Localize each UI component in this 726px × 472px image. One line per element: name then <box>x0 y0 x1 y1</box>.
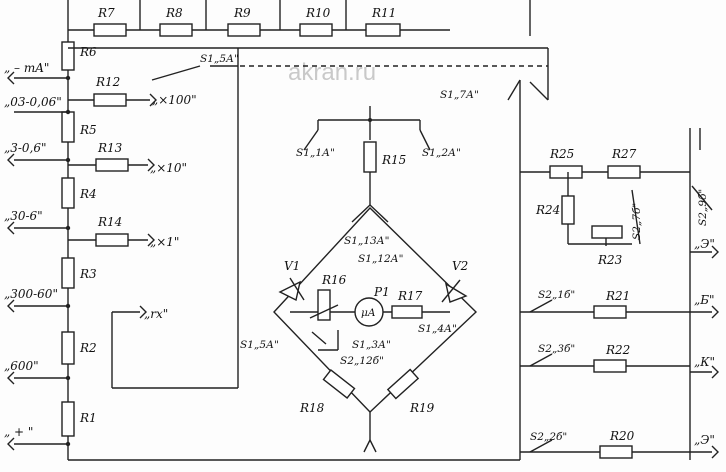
switch-s1-7a-label: S1„7А" <box>440 89 479 101</box>
resistor-r20 <box>599 445 633 459</box>
switch-s1-5a-top-label: S1„5А" <box>200 53 239 65</box>
label-r18: R18 <box>299 401 325 415</box>
switch-s1-5a-left-label: S1„5А" <box>240 339 279 351</box>
switch-s1-1a-label: S1„1А" <box>296 147 335 159</box>
diode-v2 <box>444 282 468 303</box>
range-600-label: „600" <box>4 359 39 373</box>
resistor-r7 <box>93 23 127 37</box>
resistor-r24 <box>561 195 575 225</box>
diode-v2-label: V2 <box>452 259 468 273</box>
resistor-r12 <box>93 93 127 107</box>
switch-s2-9b-label: S2„9б" <box>697 189 709 226</box>
resistor-r6 <box>61 41 75 71</box>
meter-unit-label: μA <box>361 307 376 319</box>
label-r24: R24 <box>535 203 560 217</box>
label-r6: R6 <box>79 45 97 59</box>
diode-v1-label: V1 <box>284 259 300 273</box>
switch-s1-3a-label: S1„3А" <box>352 339 391 351</box>
switch-s2-1b-label: S2„1б" <box>538 289 575 301</box>
label-r16: R16 <box>321 273 347 287</box>
resistor-r15 <box>363 141 377 173</box>
resistor-r19 <box>386 368 420 400</box>
resistor-r25 <box>549 165 583 179</box>
label-r17: R17 <box>397 289 423 303</box>
range-3-label: „3-0,6" <box>4 141 47 155</box>
output-e1-label: „Э" <box>694 237 715 251</box>
switch-s1-12a-label: S1„12А" <box>358 253 403 265</box>
switch-s2-2b-label: S2„2б" <box>530 431 567 443</box>
label-r22: R22 <box>605 343 630 357</box>
label-r8: R8 <box>165 6 183 20</box>
resistor-r4 <box>61 177 75 209</box>
rectifier-bridge <box>273 106 478 453</box>
resistor-r11 <box>365 23 401 37</box>
resistor-r22 <box>593 359 627 373</box>
label-r13: R13 <box>97 141 123 155</box>
label-r1: R1 <box>79 411 97 425</box>
output-k-label: „К" <box>694 355 715 369</box>
label-r11: R11 <box>371 6 396 20</box>
label-r19: R19 <box>409 401 435 415</box>
switch-s2-3b-label: S2„3б" <box>538 343 575 355</box>
switch-s2-12b-label: S2„12б" <box>340 355 384 367</box>
resistor-r18 <box>322 369 356 399</box>
resistor-r9 <box>227 23 261 37</box>
label-r25: R25 <box>549 147 574 161</box>
label-r9: R9 <box>233 6 251 20</box>
multiplier-x1-label: „×1" <box>150 235 179 249</box>
range-30-label: „30-6" <box>4 209 43 223</box>
resistor-r21 <box>593 305 627 319</box>
multiplier-rx-label: „rx" <box>144 307 168 321</box>
resistor-r23 <box>591 225 623 239</box>
microammeter-p1 <box>354 297 384 327</box>
label-r15: R15 <box>381 153 406 167</box>
range-300-label: „300-60" <box>4 287 58 301</box>
label-r12: R12 <box>95 75 120 89</box>
watermark-text: akran.ru <box>288 59 376 86</box>
resistor-r27 <box>607 165 641 179</box>
resistor-r10 <box>299 23 333 37</box>
output-e2-label: „Э" <box>694 433 715 447</box>
label-r7: R7 <box>97 6 115 20</box>
meter-p1-label: P1 <box>373 285 390 299</box>
label-r27: R27 <box>611 147 637 161</box>
output-b-label: „Б" <box>694 293 715 307</box>
multiplier-x10-label: „×10" <box>150 161 187 175</box>
switch-s2-7b-label: S2„7б" <box>631 203 643 240</box>
transistor-test-section <box>507 48 719 460</box>
label-r4: R4 <box>79 187 97 201</box>
left-terminals <box>7 71 71 451</box>
resistor-r8 <box>159 23 193 37</box>
switch-s1-13a-label: S1„13А" <box>344 235 389 247</box>
resistor-r17 <box>391 305 423 319</box>
diode-v1 <box>278 280 302 302</box>
label-r20: R20 <box>609 429 635 443</box>
label-r21: R21 <box>605 289 630 303</box>
range-plus-label: „ + " <box>4 425 33 439</box>
resistor-r1 <box>61 401 75 437</box>
resistor-r5 <box>61 111 75 143</box>
label-r2: R2 <box>79 341 97 355</box>
label-r23: R23 <box>597 253 623 267</box>
left-voltage-divider <box>61 0 520 461</box>
multiplier-x100-label: „×100" <box>152 93 197 107</box>
switch-s1-4a-label: S1„4А" <box>418 323 457 335</box>
label-r3: R3 <box>79 267 97 281</box>
resistor-r16 <box>317 289 331 321</box>
resistor-r3 <box>61 257 75 289</box>
range-ma-label: „ – mA" <box>4 61 49 75</box>
top-shunt-row <box>68 0 531 37</box>
resistor-r14 <box>95 233 129 247</box>
range-03-label: „03-0,06" <box>4 95 62 109</box>
label-r10: R10 <box>305 6 331 20</box>
switch-s1-2a-label: S1„2А" <box>422 147 461 159</box>
resistor-r13 <box>95 158 129 172</box>
label-r5: R5 <box>79 123 97 137</box>
resistor-r2 <box>61 331 75 365</box>
label-r14: R14 <box>97 215 122 229</box>
